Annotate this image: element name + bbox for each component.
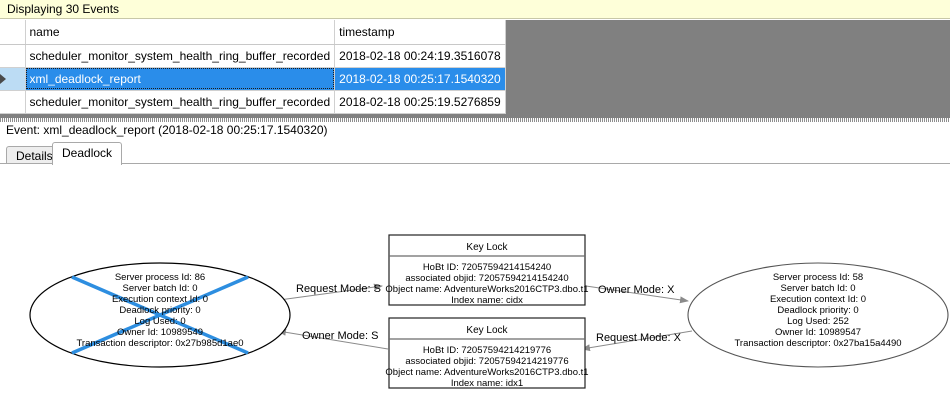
resource-line: Object name: AdventureWorks2016CTP3.dbo.… bbox=[385, 367, 588, 378]
process-line: Owner Id: 10989547 bbox=[775, 327, 861, 338]
resource-title: Key Lock bbox=[466, 325, 508, 336]
column-header-rowselector[interactable] bbox=[0, 20, 26, 45]
table-row[interactable]: scheduler_monitor_system_health_ring_buf… bbox=[0, 90, 506, 114]
row-selector-cell[interactable] bbox=[0, 90, 26, 114]
resource-node-top[interactable]: Key Lock HoBt ID: 72057594214154240 asso… bbox=[385, 234, 589, 306]
cell-name[interactable]: scheduler_monitor_system_health_ring_buf… bbox=[25, 90, 336, 114]
events-count-label: Displaying 30 Events bbox=[7, 2, 120, 16]
process-line: Server batch Id: 0 bbox=[781, 283, 856, 294]
edge-label: Owner Mode: S bbox=[302, 330, 378, 342]
edge-right-request: Request Mode: X bbox=[581, 330, 693, 352]
process-line: Execution context Id: 0 bbox=[112, 294, 208, 305]
tabstrip: Details Deadlock bbox=[0, 142, 950, 165]
table-row-selected[interactable]: xml_deadlock_report 2018-02-18 00:25:17.… bbox=[0, 67, 506, 91]
resource-line: associated objid: 72057594214154240 bbox=[405, 273, 568, 284]
process-line: Server process Id: 86 bbox=[115, 272, 205, 283]
tab-deadlock[interactable]: Deadlock bbox=[52, 142, 123, 165]
resource-line: associated objid: 72057594214219776 bbox=[405, 356, 568, 367]
edge-line bbox=[277, 328, 389, 350]
resource-line: Index name: cidx bbox=[451, 295, 523, 306]
tab-details[interactable]: Details bbox=[6, 146, 63, 164]
process-line: Transaction descriptor: 0x27ba15a4490 bbox=[734, 338, 901, 349]
edge-right-owner: Owner Mode: X bbox=[585, 284, 689, 304]
column-header-name[interactable]: name bbox=[25, 20, 336, 45]
cell-timestamp[interactable]: 2018-02-18 00:25:17.1540320 bbox=[334, 67, 506, 91]
resource-line: Index name: idx1 bbox=[451, 378, 523, 389]
edge-left-request: Request Mode: S bbox=[271, 283, 383, 302]
table-row[interactable]: scheduler_monitor_system_health_ring_buf… bbox=[0, 44, 506, 68]
process-line: Log Used: 0 bbox=[134, 316, 185, 327]
process-line: Log Used: 252 bbox=[787, 316, 849, 327]
column-header-timestamp[interactable]: timestamp bbox=[334, 20, 506, 45]
edge-label: Request Mode: X bbox=[596, 332, 682, 344]
edge-line bbox=[581, 330, 693, 352]
event-header: Event: xml_deadlock_report (2018-02-18 0… bbox=[0, 122, 950, 140]
resource-line: HoBt ID: 72057594214154240 bbox=[423, 262, 551, 273]
cell-timestamp[interactable]: 2018-02-18 00:25:19.5276859 bbox=[334, 90, 506, 114]
edge-line bbox=[585, 285, 689, 304]
cell-timestamp[interactable]: 2018-02-18 00:24:19.3516078 bbox=[334, 44, 506, 68]
edge-line bbox=[271, 283, 383, 302]
cell-name[interactable]: scheduler_monitor_system_health_ring_buf… bbox=[25, 44, 336, 68]
resource-title: Key Lock bbox=[466, 242, 508, 253]
edge-label: Owner Mode: X bbox=[598, 284, 675, 296]
events-count-banner: Displaying 30 Events bbox=[0, 0, 950, 19]
process-line: Execution context Id: 0 bbox=[770, 294, 866, 305]
resource-node-bottom[interactable]: Key Lock HoBt ID: 72057594214219776 asso… bbox=[385, 317, 589, 389]
process-line: Deadlock priority: 0 bbox=[119, 305, 200, 316]
edge-left-owner: Owner Mode: S bbox=[277, 328, 389, 350]
cell-name[interactable]: xml_deadlock_report bbox=[25, 67, 336, 91]
process-line: Deadlock priority: 0 bbox=[777, 305, 858, 316]
events-table: name timestamp scheduler_monitor_system_… bbox=[0, 20, 506, 114]
process-line: Server batch Id: 0 bbox=[123, 283, 198, 294]
row-selector-cell[interactable] bbox=[0, 67, 26, 91]
row-selector-arrow-icon bbox=[0, 74, 6, 85]
process-oval bbox=[687, 262, 949, 368]
process-node-left[interactable]: Server process Id: 86 Server batch Id: 0… bbox=[29, 262, 291, 368]
events-grid[interactable]: name timestamp scheduler_monitor_system_… bbox=[0, 20, 950, 118]
process-line: Owner Id: 10989549 bbox=[117, 327, 203, 338]
row-selector-cell[interactable] bbox=[0, 44, 26, 68]
resource-box bbox=[388, 234, 586, 306]
deadlock-graph-panel[interactable]: Request Mode: S Owner Mode: S Owner Mode… bbox=[0, 163, 950, 400]
resource-line: HoBt ID: 72057594214219776 bbox=[423, 345, 551, 356]
victim-cross-icon bbox=[71, 275, 249, 355]
resource-box bbox=[388, 317, 586, 389]
table-header-row: name timestamp bbox=[0, 20, 506, 45]
edge-label: Request Mode: S bbox=[296, 283, 381, 295]
horizontal-splitter[interactable] bbox=[0, 118, 950, 122]
process-node-right[interactable]: Server process Id: 58 Server batch Id: 0… bbox=[687, 262, 949, 368]
deadlock-graph-svg: Request Mode: S Owner Mode: S Owner Mode… bbox=[29, 234, 949, 389]
event-header-label: Event: xml_deadlock_report (2018-02-18 0… bbox=[6, 123, 328, 137]
resource-line: Object name: AdventureWorks2016CTP3.dbo.… bbox=[385, 284, 588, 295]
deadlock-graph-canvas: Request Mode: S Owner Mode: S Owner Mode… bbox=[0, 164, 950, 400]
process-line: Server process Id: 58 bbox=[773, 272, 863, 283]
process-line: Transaction descriptor: 0x27b985d1ae0 bbox=[76, 338, 243, 349]
